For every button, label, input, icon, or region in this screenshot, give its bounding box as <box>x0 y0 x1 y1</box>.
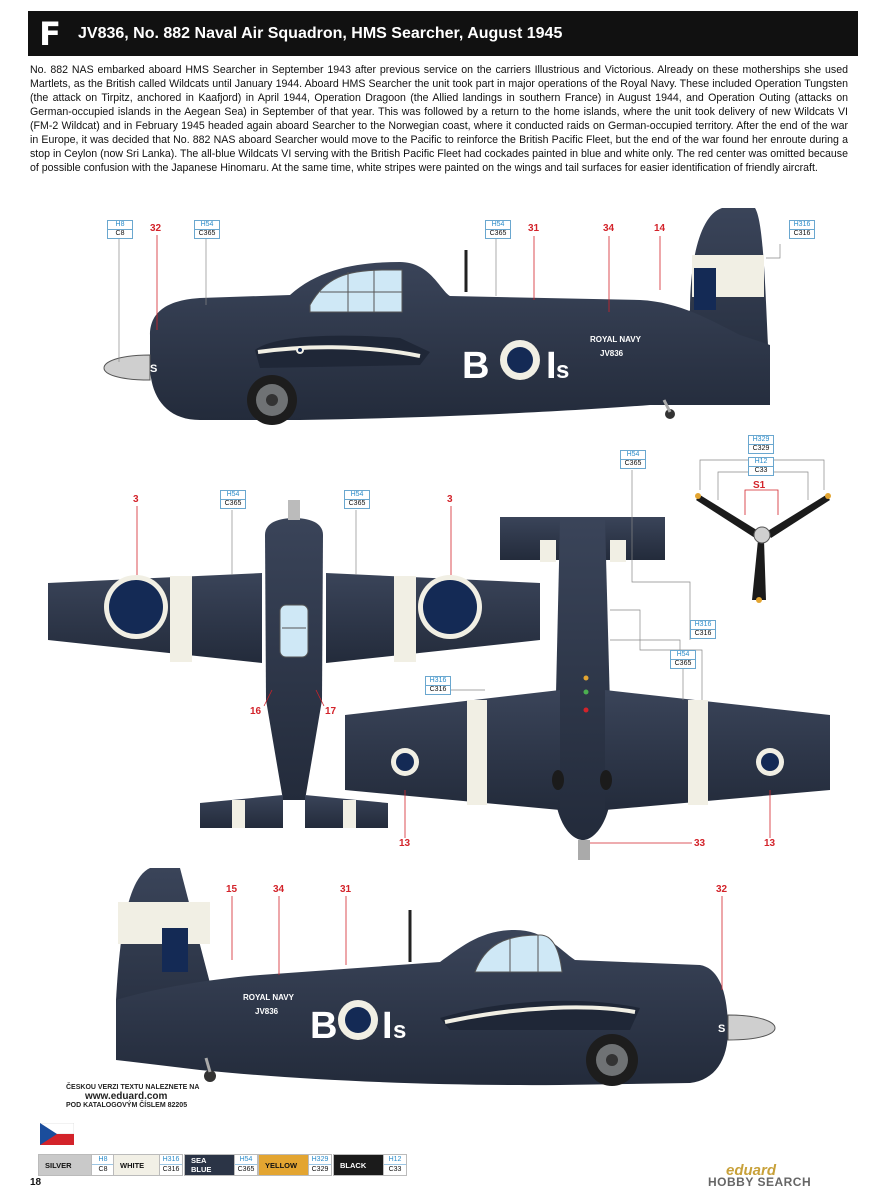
history-text: No. 882 NAS embarked aboard HMS Searcher… <box>30 64 848 174</box>
cz-line2: POD KATALOGOVÝM ČÍSLEM 82205 <box>66 1102 188 1109</box>
callout-s1: S1 <box>753 480 766 491</box>
callout-14: 14 <box>654 223 666 234</box>
underside-view <box>345 470 830 860</box>
callout-3-left: 3 <box>133 494 139 505</box>
right-side-profile: B I s ROYAL NAVY JV836 S <box>116 868 776 1086</box>
eduard-logo: eduard <box>726 1162 777 1179</box>
callout-3-right: 3 <box>447 494 453 505</box>
callout-34: 34 <box>603 223 615 234</box>
profile-title: JV836, No. 882 Naval Air Squadron, HMS S… <box>78 24 563 42</box>
side-code-i: I <box>546 345 557 387</box>
side-code-i-right: I <box>382 1005 393 1047</box>
nose-letter: S <box>150 363 157 375</box>
callout-13-right: 13 <box>764 838 776 849</box>
side-code-s: s <box>556 357 569 384</box>
left-side-profile: B I s ROYAL NAVY JV836 S <box>103 208 781 425</box>
czech-flag-icon <box>40 1123 74 1145</box>
legend-name: SEA BLUE <box>185 1155 234 1175</box>
cz-line1: ČESKOU VERZI TEXTU NALEZNETE NA <box>66 1084 200 1091</box>
legend-name: BLACK <box>334 1155 383 1175</box>
side-royal-navy: ROYAL NAVY <box>590 335 642 344</box>
side-code-s-right: s <box>393 1017 406 1044</box>
page-number: 18 <box>30 1177 42 1188</box>
legend-name: WHITE <box>114 1155 159 1175</box>
callout-33: 33 <box>694 838 706 849</box>
profile-header: F JV836, No. 882 Naval Air Squadron, HMS… <box>28 11 858 56</box>
side-royal-navy-right: ROYAL NAVY <box>243 993 295 1002</box>
legend-name: YELLOW <box>259 1155 308 1175</box>
callout-15: 15 <box>226 884 238 895</box>
cz-url[interactable]: www.eduard.com <box>85 1091 168 1102</box>
side-code-b-right: B <box>310 1005 337 1047</box>
callout-17: 17 <box>325 706 337 717</box>
nose-letter-right: S <box>718 1023 725 1035</box>
side-serial: JV836 <box>600 349 624 358</box>
callout-13-left: 13 <box>399 838 411 849</box>
callout-32-lower: 32 <box>716 884 728 895</box>
czech-note: ČESKOU VERZI TEXTU NALEZNETE NA www.edua… <box>66 1083 199 1110</box>
callout-31: 31 <box>528 223 540 234</box>
callout-16: 16 <box>250 706 262 717</box>
profile-letter: F <box>39 14 61 53</box>
top-view <box>48 500 540 828</box>
callout-32: 32 <box>150 223 162 234</box>
side-serial-right: JV836 <box>255 1007 279 1016</box>
callout-31-lower: 31 <box>340 884 352 895</box>
side-code-b: B <box>462 345 489 387</box>
callout-34-lower: 34 <box>273 884 285 895</box>
legend-name: SILVER <box>39 1155 91 1175</box>
watermark: HOBBY SEARCH <box>708 1175 812 1189</box>
